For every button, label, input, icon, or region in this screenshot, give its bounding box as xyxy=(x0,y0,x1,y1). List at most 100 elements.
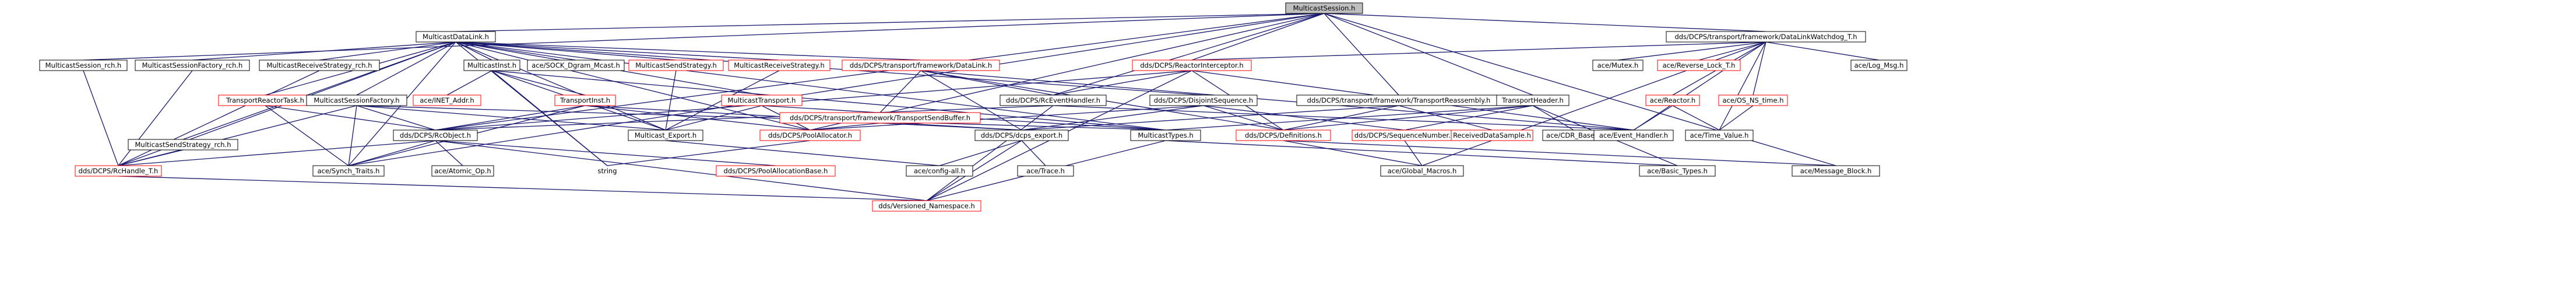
node-multicastsendstrategy-h[interactable]: MulticastSendStrategy.h xyxy=(628,60,724,71)
node-dds-dcps-definitions-h[interactable]: dds/DCPS/Definitions.h xyxy=(1236,130,1331,141)
node-dds-dcps-transport-framework-datalinkwatchdog-t-h[interactable]: dds/DCPS/transport/framework/DataLinkWat… xyxy=(1666,31,1866,43)
node-dds-dcps-reactorinterceptor-h[interactable]: dds/DCPS/ReactorInterceptor.h xyxy=(1132,60,1252,71)
node-box xyxy=(1017,165,1074,177)
node-label: dds/DCPS/ReactorInterceptor.h xyxy=(1140,61,1243,69)
node-box xyxy=(759,130,861,141)
node-multicasttransport-h[interactable]: MulticastTransport.h xyxy=(721,94,803,106)
node-box xyxy=(1236,130,1331,141)
node-label: ace/config-all.h xyxy=(914,167,965,175)
node-receiveddatasample-h[interactable]: ReceivedDataSample.h xyxy=(1451,130,1533,141)
node-multicasttypes-h[interactable]: MulticastTypes.h xyxy=(1130,130,1201,141)
node-dds-dcps-dcps-export-h[interactable]: dds/DCPS/dcps_export.h xyxy=(974,130,1069,141)
node-box xyxy=(463,60,520,71)
node-dds-versioned-namespace-h[interactable]: dds/Versioned_Namespace.h xyxy=(872,200,981,212)
node-box xyxy=(1666,31,1866,43)
node-box xyxy=(1149,94,1258,106)
edge-multicastsession-h-to-poolallocator xyxy=(810,13,1325,131)
node-dds-dcps-transport-framework-transportsendbuffer-h[interactable]: dds/DCPS/transport/framework/TransportSe… xyxy=(779,112,981,124)
node-ace-sock-dgram-mcast-h[interactable]: ace/SOCK_Dgram_Mcast.h xyxy=(527,60,625,71)
edge-dcpsexport-to-trace xyxy=(1021,140,1046,166)
node-label: dds/DCPS/PoolAllocationBase.h xyxy=(724,167,828,175)
edge-multicastsession-h-to-transportreassembly xyxy=(1324,13,1399,96)
node-dds-dcps-rchandle-t-h[interactable]: dds/DCPS/RcHandle_T.h xyxy=(75,165,162,177)
node-box xyxy=(628,60,724,71)
node-box xyxy=(872,200,981,212)
node-ace-config-all-h[interactable]: ace/config-all.h xyxy=(906,165,973,177)
node-box xyxy=(974,130,1069,141)
node-multicastsession-rch-h[interactable]: MulticastSession_rch.h xyxy=(39,60,128,71)
node-label: ace/SOCK_Dgram_Mcast.h xyxy=(532,61,620,69)
edge-transportinst-to-poolallocator xyxy=(585,105,811,131)
node-label: dds/DCPS/transport/framework/TransportRe… xyxy=(1307,96,1491,104)
node-box xyxy=(1850,60,1908,71)
edge-dcpsexport-to-versionednamespace xyxy=(926,140,1022,201)
node-dds-dcps-poolallocationbase-h[interactable]: dds/DCPS/PoolAllocationBase.h xyxy=(716,165,836,177)
edge-poolallocator-to-string xyxy=(607,140,811,166)
node-ace-basic-types-h[interactable]: ace/Basic_Types.h xyxy=(1639,165,1716,177)
node-multicastdatalink-h[interactable]: MulticastDataLink.h xyxy=(416,31,496,43)
node-label: dds/DCPS/transport/framework/DataLinkWat… xyxy=(1674,33,1857,41)
node-string[interactable]: string xyxy=(589,166,626,176)
root-node[interactable]: MulticastSession.h xyxy=(1285,2,1363,14)
edge-transportheader-to-definitions xyxy=(1283,105,1533,131)
node-ace-os-ns-time-h[interactable]: ace/OS_NS_time.h xyxy=(1718,94,1788,106)
node-multicastreceivestrategy-h[interactable]: MulticastReceiveStrategy.h xyxy=(728,60,830,71)
edge-multicastsendstrategy-to-multicastexport xyxy=(665,70,677,131)
node-label: MulticastSendStrategy_rch.h xyxy=(135,141,231,149)
node-dds-dcps-rceventhandler-h[interactable]: dds/DCPS/RcEventHandler.h xyxy=(1000,94,1107,106)
node-multicastreceivestrategy-rch-h[interactable]: MulticastReceiveStrategy_rch.h xyxy=(259,60,380,71)
node-dds-dcps-transport-framework-transportreassembly-h[interactable]: dds/DCPS/transport/framework/TransportRe… xyxy=(1296,94,1501,106)
edge-transportreassembly-to-definitions xyxy=(1283,105,1399,131)
edge-disjointsequence-to-definitions xyxy=(1203,105,1284,131)
node-transportheader-h[interactable]: TransportHeader.h xyxy=(1496,94,1569,106)
node-ace-reverse-lock-t-h[interactable]: ace/Reverse_Lock_T.h xyxy=(1657,60,1741,71)
edge-rceventhandler-to-rcobject xyxy=(435,105,1054,131)
node-box xyxy=(306,94,407,106)
edge-multicastexport-to-configall xyxy=(665,140,940,166)
node-label: dds/DCPS/DisjointSequence.h xyxy=(1154,96,1253,104)
edge-multicastsession-h-to-transportheader xyxy=(1324,13,1533,96)
node-multicastsessionfactory-h[interactable]: MulticastSessionFactory.h xyxy=(306,94,407,106)
node-ace-event-handler-h[interactable]: ace/Event_Handler.h xyxy=(1593,130,1674,141)
node-dds-dcps-disjointsequence-h[interactable]: dds/DCPS/DisjointSequence.h xyxy=(1149,94,1258,106)
node-ace-trace-h[interactable]: ace/Trace.h xyxy=(1017,165,1074,177)
node-dds-dcps-sequencenumber-h[interactable]: dds/DCPS/SequenceNumber.h xyxy=(1352,130,1458,141)
node-multicast-export-h[interactable]: Multicast_Export.h xyxy=(628,130,703,141)
node-ace-message-block-h[interactable]: ace/Message_Block.h xyxy=(1792,165,1880,177)
node-dds-dcps-rcobject-h[interactable]: dds/DCPS/RcObject.h xyxy=(393,130,478,141)
node-label: ace/INET_Addr.h xyxy=(420,96,474,104)
node-box xyxy=(431,165,494,177)
edge-transportheader-to-sequencenumber xyxy=(1404,105,1533,131)
edge-multicasttransport-to-multicastexport xyxy=(665,105,762,131)
edge-multicastdatalink-h-to-multicastreceivestrategy-rch xyxy=(319,41,456,61)
node-label: ace/Synch_Traits.h xyxy=(318,167,380,175)
node-transportreactortask-h[interactable]: TransportReactorTask.h xyxy=(218,94,312,106)
node-ace-time-value-h[interactable]: ace/Time_Value.h xyxy=(1685,130,1754,141)
node-label: ace/Trace.h xyxy=(1026,167,1065,175)
node-transportinst-h[interactable]: TransportInst.h xyxy=(554,94,616,106)
node-label: dds/DCPS/Definitions.h xyxy=(1245,131,1322,139)
edge-multicastsessionfactory-to-multicasttypes xyxy=(356,105,1166,131)
node-multicastsendstrategy-rch-h[interactable]: MulticastSendStrategy_rch.h xyxy=(128,139,238,150)
node-ace-synch-traits-h[interactable]: ace/Synch_Traits.h xyxy=(312,165,385,177)
edge-reactorinterceptor-to-rceventhandler xyxy=(1053,70,1192,96)
node-ace-reactor-h[interactable]: ace/Reactor.h xyxy=(1645,94,1700,106)
node-ace-inet-addr-h[interactable]: ace/INET_Addr.h xyxy=(413,94,481,106)
node-dds-dcps-transport-framework-datalink-h[interactable]: dds/DCPS/transport/framework/DataLink.h xyxy=(842,60,1000,71)
edge-watchdogt-to-mutex xyxy=(1617,41,1766,61)
node-label: MulticastTypes.h xyxy=(1138,131,1193,139)
node-ace-cdr-base-h[interactable]: ace/CDR_Base.h xyxy=(1542,130,1605,141)
node-ace-atomic-op-h[interactable]: ace/Atomic_Op.h xyxy=(431,165,494,177)
node-box xyxy=(527,60,625,71)
edge-rchandlet-to-versionednamespace xyxy=(118,176,927,201)
node-dds-dcps-poolallocator-h[interactable]: dds/DCPS/PoolAllocator.h xyxy=(759,130,861,141)
node-ace-log-msg-h[interactable]: ace/Log_Msg.h xyxy=(1850,60,1908,71)
node-multicastinst-h[interactable]: MulticastInst.h xyxy=(463,60,520,71)
node-ace-mutex-h[interactable]: ace/Mutex.h xyxy=(1592,60,1644,71)
node-multicastsessionfactory-rch-h[interactable]: MulticastSessionFactory_rch.h xyxy=(135,60,250,71)
edge-sequencenumber-to-globalmacros xyxy=(1404,140,1423,166)
edge-disjointsequence-to-sequencenumber xyxy=(1203,105,1405,131)
edge-rcobject-to-versionednamespace xyxy=(435,140,927,201)
node-ace-global-macros-h[interactable]: ace/Global_Macros.h xyxy=(1380,165,1464,177)
